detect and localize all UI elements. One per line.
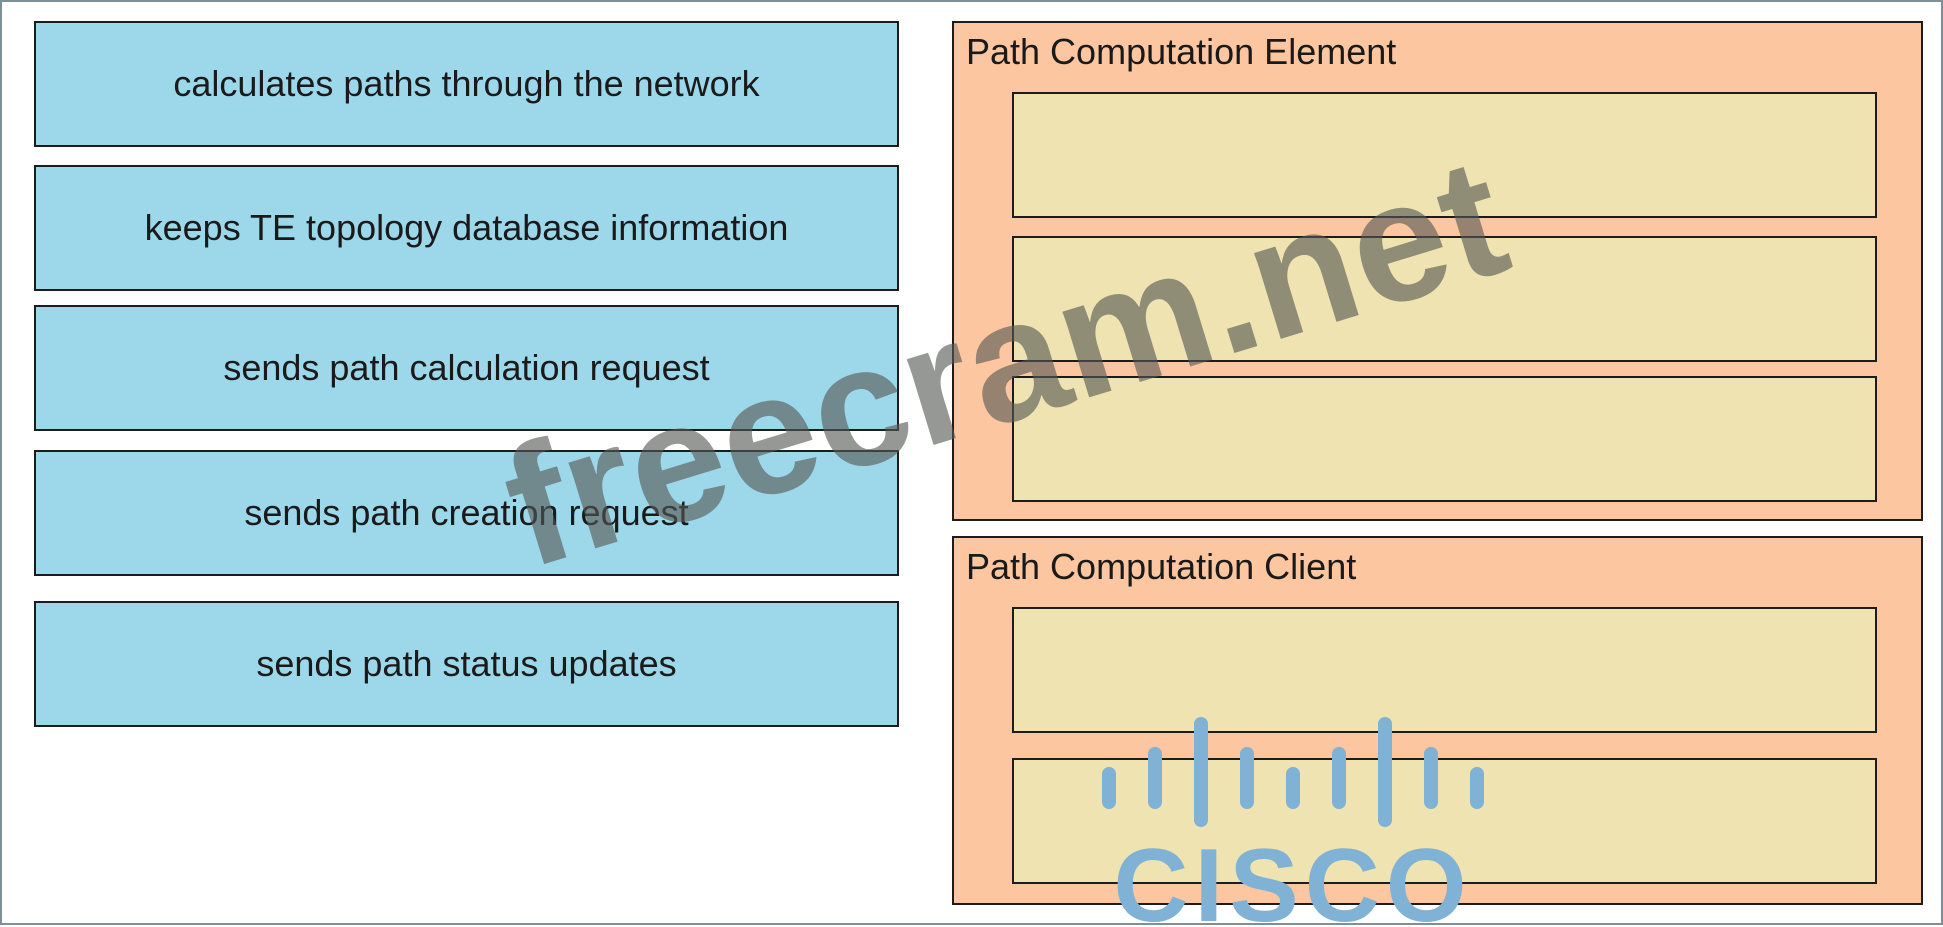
pcc-panel-title: Path Computation Client: [966, 546, 1357, 587]
pcc-drop-slot-2[interactable]: [1012, 758, 1877, 884]
option-sends-path-creation-request[interactable]: sends path creation request: [34, 450, 899, 576]
pce-drop-slot-1[interactable]: [1012, 92, 1877, 218]
pcc-drop-slot-1[interactable]: [1012, 607, 1877, 733]
option-keeps-te-topology[interactable]: keeps TE topology database information: [34, 165, 899, 291]
option-sends-path-calculation-request[interactable]: sends path calculation request: [34, 305, 899, 431]
option-calculates-paths[interactable]: calculates paths through the network: [34, 21, 899, 147]
option-label: sends path calculation request: [223, 347, 710, 388]
option-label: calculates paths through the network: [173, 63, 760, 104]
pce-panel: Path Computation Element: [952, 21, 1923, 521]
option-label: sends path status updates: [256, 643, 677, 684]
option-label: keeps TE topology database information: [144, 207, 789, 248]
option-label: sends path creation request: [244, 492, 689, 533]
pce-drop-slot-3[interactable]: [1012, 376, 1877, 502]
option-sends-path-status-updates[interactable]: sends path status updates: [34, 601, 899, 727]
pce-panel-title: Path Computation Element: [966, 31, 1397, 72]
pce-drop-slot-2[interactable]: [1012, 236, 1877, 362]
pcc-panel: Path Computation Client: [952, 536, 1923, 905]
